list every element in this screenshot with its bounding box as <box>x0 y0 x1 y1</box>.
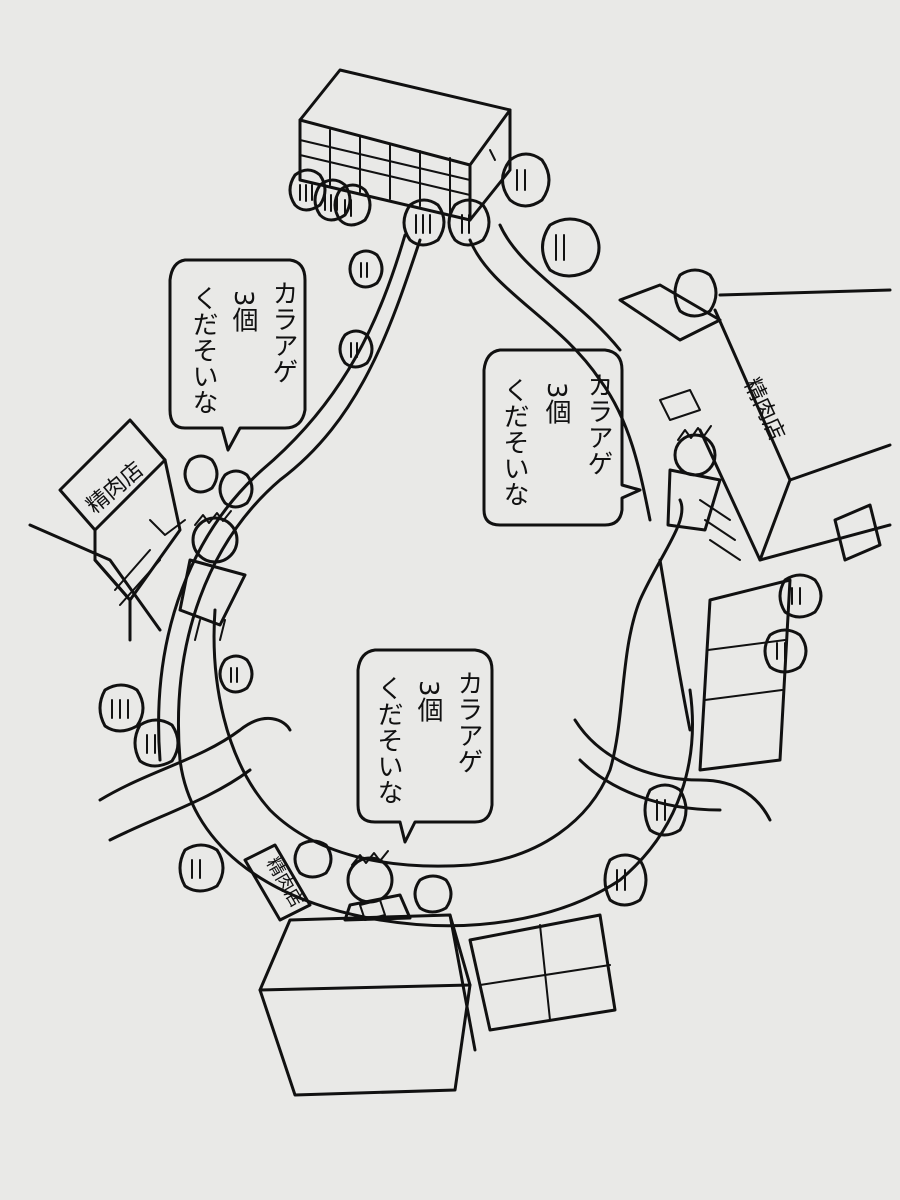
tree-icon <box>338 329 374 369</box>
tree-icon <box>178 843 225 893</box>
speech-bubble-3-line-3: くだそいな <box>373 675 403 805</box>
speech-bubble-1-line-1: カラアゲ <box>268 280 298 384</box>
person-icon <box>343 850 412 922</box>
speech-bubble-1-line-3: くだそいな <box>188 285 218 415</box>
tree-icon <box>447 198 491 247</box>
tree-icon <box>333 183 372 227</box>
tree-icon <box>501 152 551 208</box>
person-icon <box>666 425 722 532</box>
speech-bubble-2-line-1: カラアゲ <box>583 372 613 476</box>
tree-icon <box>98 683 145 733</box>
speech-bubble-3: カラアゲ 3個 くだそいな <box>356 648 494 844</box>
speech-bubble-3-line-1: カラアゲ <box>453 670 483 774</box>
tree-icon <box>348 249 384 289</box>
speech-bubble-1-line-2: 3個 <box>228 290 258 333</box>
speech-bubble-3-line-2: 3個 <box>413 680 443 723</box>
tree-icon <box>603 853 648 907</box>
speech-bubble-2: カラアゲ 3個 くだそいな <box>482 348 642 527</box>
tree-icon <box>673 268 718 318</box>
top-building <box>298 68 512 222</box>
tree-icon <box>413 874 453 914</box>
tree-icon <box>643 783 688 837</box>
speech-bubble-1: カラアゲ 3個 くだそいな <box>168 258 307 452</box>
tree-icon <box>402 198 446 247</box>
person-icon <box>178 510 247 641</box>
tree-icon <box>293 839 333 879</box>
right-row-buildings <box>698 578 792 772</box>
trees <box>98 152 823 914</box>
bottom-right-building <box>468 913 617 1032</box>
tree-icon <box>778 573 823 619</box>
tree-icon <box>133 718 180 768</box>
tree-icon <box>541 217 601 278</box>
speech-bubble-2-line-2: 3個 <box>541 382 571 425</box>
river <box>98 716 772 842</box>
road-loop <box>157 223 694 928</box>
tree-icon <box>183 454 219 494</box>
tree-icon <box>288 168 327 212</box>
speech-bubble-2-line-3: くだそいな <box>499 377 529 507</box>
tree-icon <box>218 654 254 694</box>
tree-icon <box>218 469 254 509</box>
